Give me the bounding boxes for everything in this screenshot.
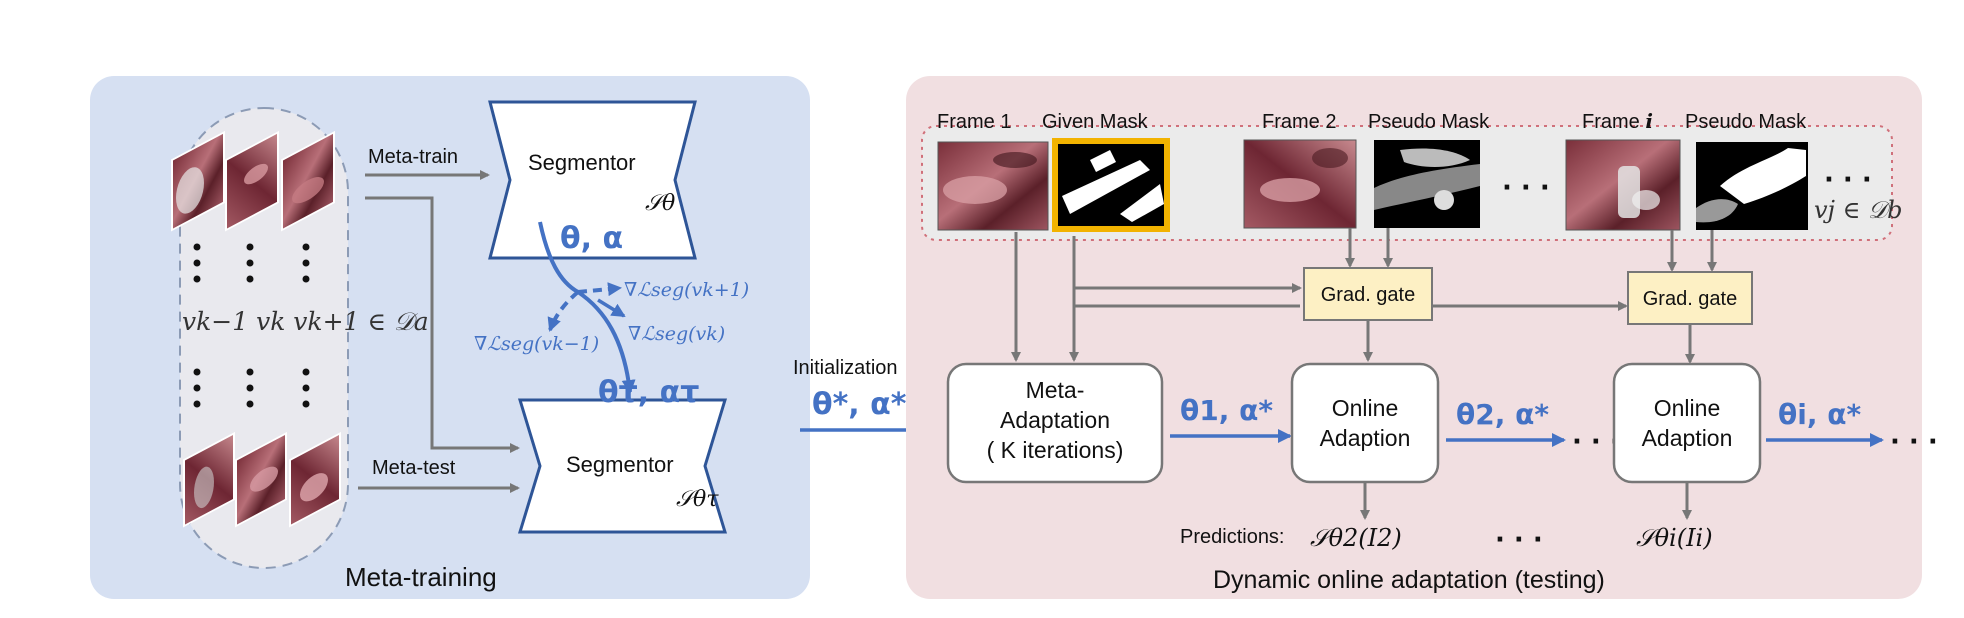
params-top-label: θ, α (560, 221, 623, 256)
online-adaption-1-line2: Adaption (1320, 425, 1411, 451)
initialization-params: θ*, α* (812, 387, 907, 422)
segmentor-bottom-shape (517, 398, 728, 534)
online-adaption-2-line2: Adaption (1642, 425, 1733, 451)
segmentor-bottom-symbol: 𝒮θτ (676, 487, 719, 512)
video-set-label: vk−1 vk vk+1 ∈ 𝒟a (182, 307, 429, 336)
vertical-dots-lower (193, 368, 310, 408)
meta-adaptation-line2: Adaptation (1000, 407, 1110, 433)
strip-set-label: vj ∈ 𝒟b (1814, 196, 1903, 224)
segmentor-bottom-label: Segmentor (566, 452, 674, 477)
bottom-video-frames (183, 431, 341, 528)
online-panel-label: Dynamic online adaptation (testing) (1213, 566, 1605, 594)
given-mask-image (1052, 138, 1170, 232)
grad-gate-2-label: Grad. gate (1643, 288, 1738, 310)
meta-train-to-test-arrow (365, 196, 520, 453)
meta-training-panel-label: Meta-training (345, 562, 497, 592)
initialization-label: Initialization (793, 357, 898, 379)
grad-gate-1 (1303, 267, 1433, 321)
pseudo-mask-label-1: Pseudo Mask (1368, 111, 1490, 133)
grad-k-label: ∇ℒseg(vk) (628, 323, 725, 345)
ellipsis-strip-2: · · · (1824, 165, 1872, 195)
meta-adaptation-line3: ( K iterations) (987, 437, 1124, 463)
theta-i-label: θi, α* (1778, 398, 1861, 431)
top-video-frames (171, 130, 335, 232)
theta-1-label: θ1, α* (1180, 394, 1273, 427)
ellipsis-predictions: · · · (1495, 525, 1543, 555)
online-adaption-box-2 (1612, 362, 1762, 484)
frame-i-label: Frame i (1582, 109, 1653, 133)
grad-dashed-left (547, 290, 580, 332)
pseudo-mask-1-image (1374, 140, 1480, 228)
online-adaption-2-line1: Online (1654, 395, 1720, 421)
theta-2-label: θ2, α* (1456, 398, 1549, 431)
frame-2-label: Frame 2 (1262, 111, 1336, 133)
vertical-dots-upper (193, 243, 310, 283)
segmentor-top-shape (488, 100, 697, 260)
update-curve-lower (576, 290, 636, 394)
ellipsis-end: · · · (1890, 427, 1938, 457)
given-mask-label: Given Mask (1042, 111, 1149, 133)
grad-k-minus-1-label: ∇ℒseg(vk−1) (474, 333, 599, 355)
segmentor-top-label: Segmentor (528, 150, 636, 175)
meta-test-label: Meta-test (372, 457, 456, 479)
pseudo-mask-label-2: Pseudo Mask (1685, 111, 1807, 133)
ellipsis-mid: · · · (1572, 427, 1620, 457)
prediction-2: 𝒮θ2(I2) (1310, 524, 1402, 552)
grad-gate-1-label: Grad. gate (1321, 284, 1416, 306)
meta-adaptation-line1: Meta- (1026, 377, 1085, 403)
frame-2-image (1243, 139, 1357, 229)
pseudo-mask-2-image (1696, 142, 1808, 230)
online-adaption-1-line1: Online (1332, 395, 1398, 421)
update-curve (538, 221, 580, 294)
online-adaption-box-1 (1290, 362, 1440, 484)
frame-1-image (937, 141, 1049, 231)
meta-adaptation-box (946, 362, 1164, 484)
frame-i-image (1565, 139, 1681, 231)
segmentor-top-symbol: 𝒮θ (645, 191, 675, 216)
grad-dashed-right (577, 282, 622, 297)
frame-1-label: Frame 1 (937, 111, 1011, 133)
params-bottom-label: θτ, ατ (598, 375, 699, 410)
grad-solid-right (597, 298, 626, 318)
prediction-i: 𝒮θi(Ii) (1636, 524, 1713, 552)
predictions-label: Predictions: (1180, 526, 1285, 548)
grad-k-plus-1-label: ∇ℒseg(vk+1) (624, 279, 749, 301)
meta-train-label: Meta-train (368, 146, 458, 168)
ellipsis-strip-1: · · · (1502, 173, 1550, 203)
